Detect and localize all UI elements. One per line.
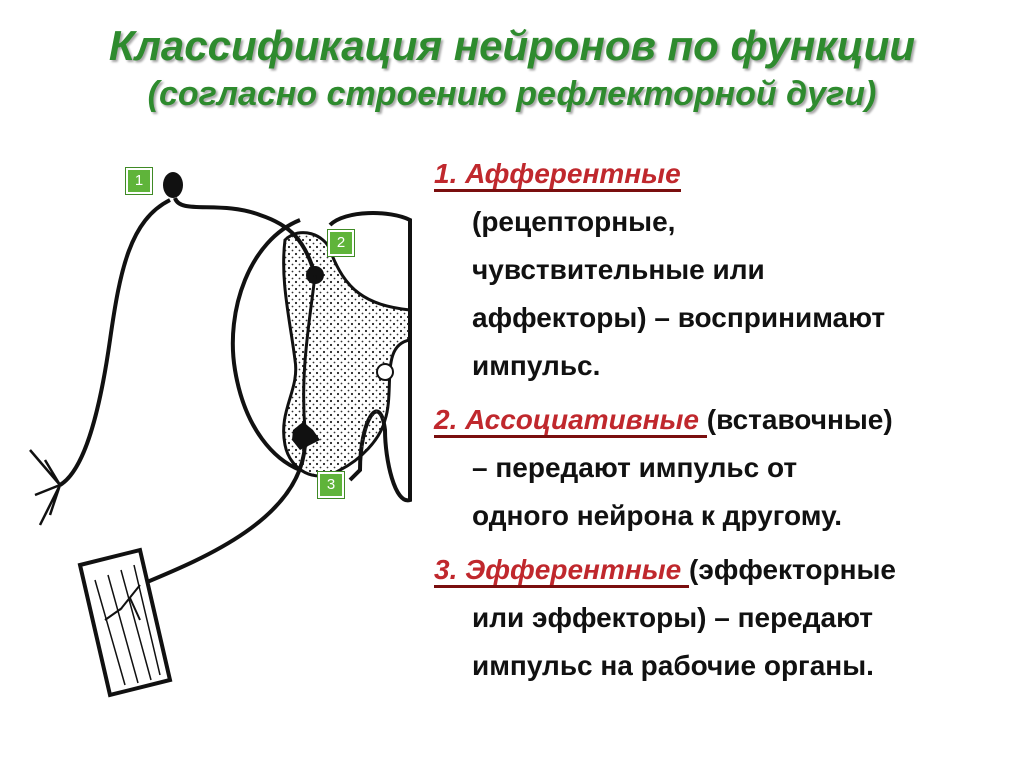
afferent-fiber — [173, 197, 317, 276]
associative-heading: 2. Ассоциативные — [434, 404, 707, 438]
associative-line-1: – передают импульс от — [472, 452, 798, 483]
efferent-fiber — [139, 444, 307, 587]
marker-3: 3 — [317, 471, 345, 499]
classification-text: 1. Афферентные (рецепторные, чувствитель… — [434, 150, 1009, 696]
marker-2: 2 — [327, 229, 355, 257]
efferent-tail: (эффекторные — [689, 554, 896, 585]
associative-line-2: одного нейрона к другому. — [472, 500, 843, 531]
marker-1: 1 — [125, 167, 153, 195]
receptor — [29, 449, 62, 526]
spinal-cord-arc — [230, 218, 301, 472]
afferent-neuron-body — [163, 172, 183, 198]
reflex-arc-diagram: 1 2 3 — [0, 140, 420, 767]
interneuron-fiber — [302, 274, 317, 431]
afferent-heading: 1. Афферентные — [434, 158, 681, 192]
motor-endings — [104, 584, 141, 621]
afferent-line-1: (рецепторные, — [472, 206, 676, 237]
central-canal — [376, 363, 394, 381]
reflex-arc-drawing — [29, 172, 412, 698]
afferent-dendrite — [58, 198, 171, 487]
afferent-line-4: импульс. — [472, 350, 601, 381]
associative-tail: (вставочные) — [706, 404, 893, 435]
efferent-neuron-body — [292, 422, 320, 450]
slide-title: Классификация нейронов по функции (согла… — [0, 20, 1024, 116]
title-line-2: (согласно строению рефлекторной дуги) — [147, 75, 877, 113]
associative-item: 2. Ассоциативные (вставочные) – передают… — [434, 396, 1009, 540]
grey-matter — [282, 231, 412, 478]
efferent-line-2: импульс на рабочие органы. — [472, 650, 874, 681]
muscle-fibers — [94, 564, 161, 686]
efferent-item: 3. Эфферентные (эффекторные или эффектор… — [434, 546, 1009, 690]
efferent-heading: 3. Эфферентные — [434, 554, 690, 588]
afferent-item: 1. Афферентные (рецепторные, чувствитель… — [434, 150, 1009, 390]
muscle — [77, 547, 173, 698]
efferent-line-1: или эффекторы) – передают — [472, 602, 874, 633]
afferent-line-3: аффекторы) – воспринимают — [472, 302, 886, 333]
afferent-line-2: чувствительные или — [472, 254, 765, 285]
title-line-1: Классификация нейронов по функции — [108, 22, 916, 69]
